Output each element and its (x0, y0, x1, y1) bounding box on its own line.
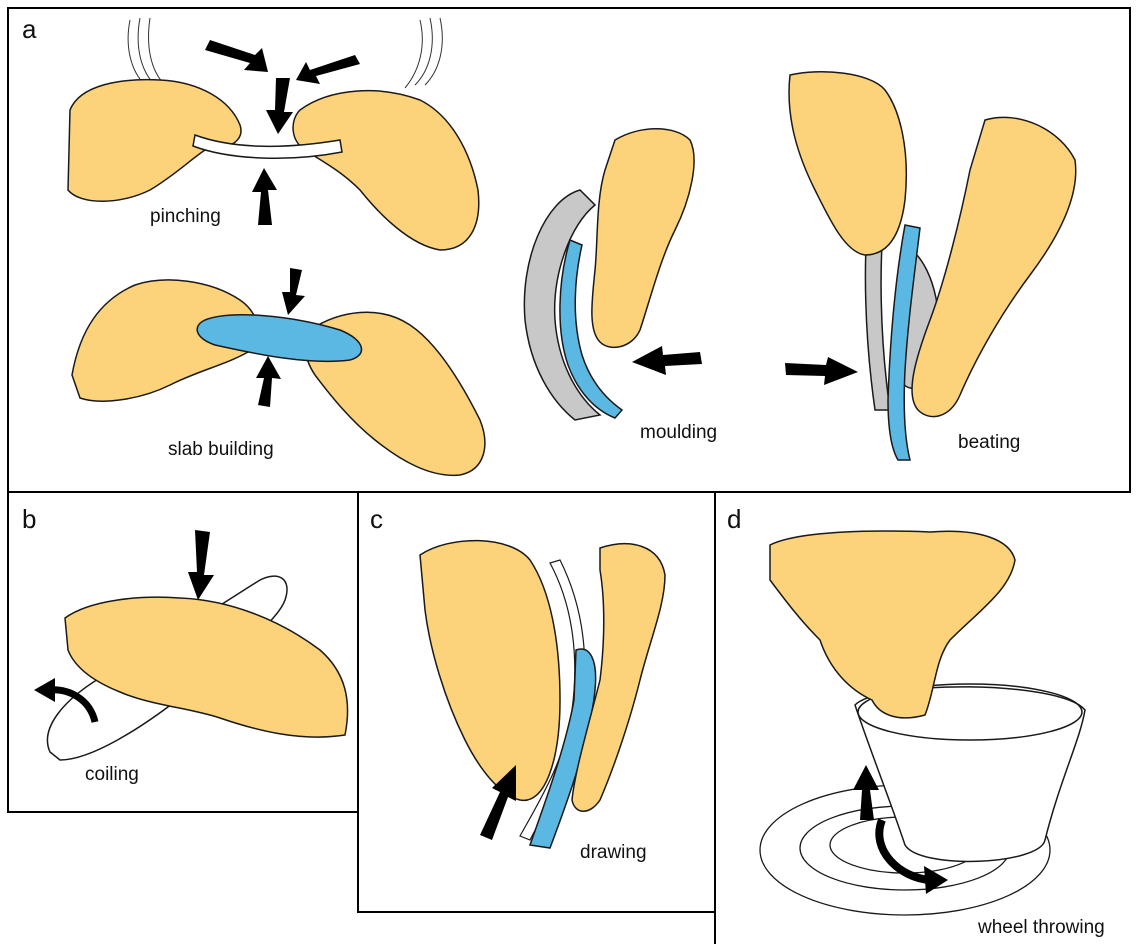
slab-arrow-down (282, 268, 305, 315)
wheel-throwing-illustration: wheel throwing (760, 531, 1105, 938)
pinching-right-hand (293, 91, 479, 250)
beating-upper-hand (789, 72, 906, 255)
slab-arrow-up (256, 356, 281, 407)
beating-arrow (785, 357, 858, 385)
pinching-illustration: pinching (68, 18, 479, 250)
arrow-down-right (296, 55, 360, 84)
wheel-arrow-up (853, 765, 879, 820)
slab-building-caption: slab building (168, 439, 274, 460)
sleeve-lines-left (128, 18, 165, 85)
wheel-throwing-caption: wheel throwing (977, 917, 1105, 938)
arrow-up-center (252, 168, 277, 225)
arrow-down-left (205, 40, 268, 72)
panel-d-letter: d (727, 504, 741, 534)
beating-caption: beating (958, 432, 1020, 453)
panel-a-letter: a (22, 14, 37, 44)
panel-b-letter: b (22, 504, 36, 534)
coiling-illustration: coiling (34, 530, 348, 785)
moulding-hand (592, 129, 694, 348)
drawing-caption: drawing (580, 842, 647, 863)
moulding-illustration: moulding (524, 129, 717, 443)
moulding-arrow (632, 346, 702, 375)
arrow-down-center (266, 78, 293, 134)
panel-c-letter: c (370, 504, 383, 534)
drawing-left-hand (420, 541, 560, 801)
coiling-arrow-down (188, 530, 214, 600)
slab-building-illustration: slab building (72, 268, 485, 475)
drawing-illustration: drawing (420, 541, 665, 863)
coiling-caption: coiling (85, 764, 139, 785)
beating-illustration: beating (785, 72, 1076, 460)
sleeve-lines-right (405, 18, 442, 88)
beating-lower-hand (912, 117, 1076, 416)
coiling-arrow-head (34, 678, 55, 702)
moulding-caption: moulding (640, 422, 717, 443)
pinching-caption: pinching (150, 206, 221, 227)
